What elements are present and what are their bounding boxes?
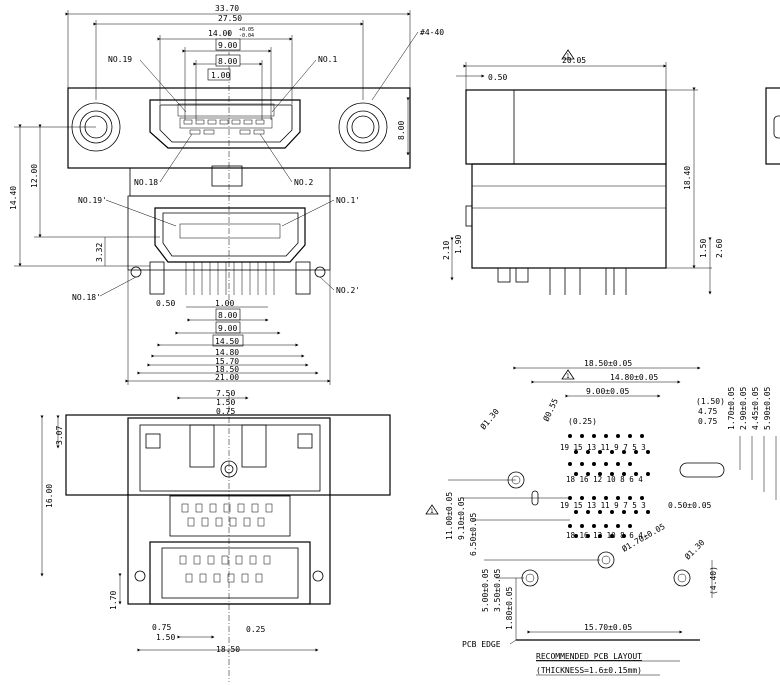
dim-label: (0.25)	[568, 417, 597, 426]
dim-label: 1.50	[699, 239, 708, 258]
dim-label: 1.70±0.05	[727, 386, 736, 430]
dim-label: Ø0.55	[541, 397, 560, 423]
dim-label: 1.50	[156, 633, 175, 642]
dim-label: 27.50	[218, 14, 242, 23]
dim-label: 8.00	[397, 121, 406, 140]
dim-label: 0.75	[152, 623, 171, 632]
dim-label: 11.00±0.05	[445, 492, 454, 540]
dim-label: 33.70	[215, 4, 239, 13]
pin-label: NO.19'	[78, 196, 107, 205]
pcb-subtitle: (THICKNESS=1.6±0.15mm)	[536, 666, 642, 675]
warning-mark: 1	[566, 53, 570, 60]
pcb-title: RECOMMENDED PCB LAYOUT	[536, 652, 642, 661]
dim-label: 9.00±0.05	[586, 387, 630, 396]
dim-label: 4.75	[698, 407, 717, 416]
dim-label: 0.75	[698, 417, 717, 426]
dim-label: (4.40)	[709, 566, 718, 595]
dim-label: 0.50	[156, 299, 175, 308]
side-view: 20.05 1 0.50 18.40 1.50 2.60 2.10 1.90	[442, 49, 780, 295]
dim-label: 1.70	[109, 591, 118, 610]
dim-label: 0.75	[216, 407, 235, 416]
dim-label: 14.80±0.05	[610, 373, 658, 382]
dim-label: 15.70±0.05	[584, 623, 632, 632]
dim-label: 16.00	[45, 484, 54, 508]
dim-label: 18.50	[216, 645, 240, 654]
pin-numbers: 19 15 13 11 9 7 5 3	[560, 443, 646, 452]
dim-label: 1.00	[215, 299, 234, 308]
pin-label: NO.1	[318, 55, 337, 64]
dim-label: 14.50	[215, 337, 239, 346]
pin-numbers: 19 15 13 11 9 7 5 3	[560, 501, 646, 510]
dim-label: 2.60	[715, 239, 724, 258]
pad-grid-upper	[568, 434, 650, 476]
pin-numbers: 18 16 12 10 8 6 4	[566, 475, 643, 484]
dim-label: 14.80	[215, 348, 239, 357]
pad-grid-lower	[568, 496, 650, 538]
dim-label: 18.40	[683, 166, 692, 190]
hdmi-shell	[149, 99, 301, 149]
dim-label: 0.50	[488, 73, 507, 82]
dim-label: 5.00±0.05	[481, 568, 490, 612]
pin-label: NO.18'	[72, 293, 101, 302]
pin-label: NO.2	[294, 178, 313, 187]
dim-label: 3.07	[55, 426, 64, 445]
dim-label: 1.50	[216, 398, 235, 407]
dim-label: Ø1.30	[682, 537, 706, 561]
dim-label: 5.90±0.05	[763, 386, 772, 430]
dim-label: 21.00	[215, 373, 239, 382]
dim-label: (1.50)	[696, 397, 725, 406]
pin-numbers: 18 16 12 10 8 6 4	[566, 531, 643, 540]
warning-mark: 1	[430, 508, 434, 515]
screw-label: #4-40	[420, 28, 444, 37]
dim-label: 2.90±0.05	[739, 386, 748, 430]
dim-label: 18.50	[215, 365, 239, 374]
front-view: 33.70 27.50 14.00 +0.05 -0.04 9.00 8.00 …	[9, 4, 444, 385]
dim-label: 2.10	[442, 241, 451, 260]
pcb-edge-label: PCB EDGE	[462, 640, 501, 649]
dim-label: 9.00	[218, 324, 237, 333]
dim-label: 14.40	[9, 186, 18, 210]
dim-label: 1.90	[454, 235, 463, 254]
pin-label: NO.2'	[336, 286, 360, 295]
pin-label: NO.1'	[336, 196, 360, 205]
dim-label: 3.32	[95, 243, 104, 262]
dim-label: 12.00	[30, 164, 39, 188]
dim-label: 1.80±0.05	[505, 586, 514, 630]
dim-label: 7.50	[216, 389, 235, 398]
dim-label: 14.00	[208, 29, 232, 38]
dim-label: 0.25	[246, 625, 265, 634]
dim-label: 9.00	[218, 41, 237, 50]
dim-label: 0.50±0.05	[668, 501, 712, 510]
dim-label: 9.10±0.05	[457, 496, 466, 540]
dim-tolerance: -0.04	[239, 33, 254, 39]
dim-label: 8.00	[218, 311, 237, 320]
pin-label: NO.19	[108, 55, 132, 64]
pin-label: NO.18	[134, 178, 158, 187]
dim-tolerance: +0.05	[239, 27, 254, 33]
top-view: 7.50 1.50 0.75 3.07 16.00 1.70 0.75 1.50…	[40, 389, 391, 682]
warning-mark: 1	[566, 373, 570, 380]
dim-label: 4.45±0.05	[751, 386, 760, 430]
pcb-layout: 18.50±0.05 14.80±0.05 1 9.00±0.05 (1.50)…	[425, 359, 777, 676]
dim-label: 18.50±0.05	[584, 359, 632, 368]
dim-label: 8.00	[218, 57, 237, 66]
dim-label: 20.05	[562, 56, 586, 65]
dim-label: 1.00	[211, 71, 230, 80]
dim-label: 15.70	[215, 357, 239, 366]
dim-label: Ø1.30	[478, 406, 501, 431]
dim-label: 3.50±0.05	[493, 568, 502, 612]
mount-hole-right	[338, 102, 388, 152]
dim-label: 6.50±0.05	[469, 512, 478, 556]
